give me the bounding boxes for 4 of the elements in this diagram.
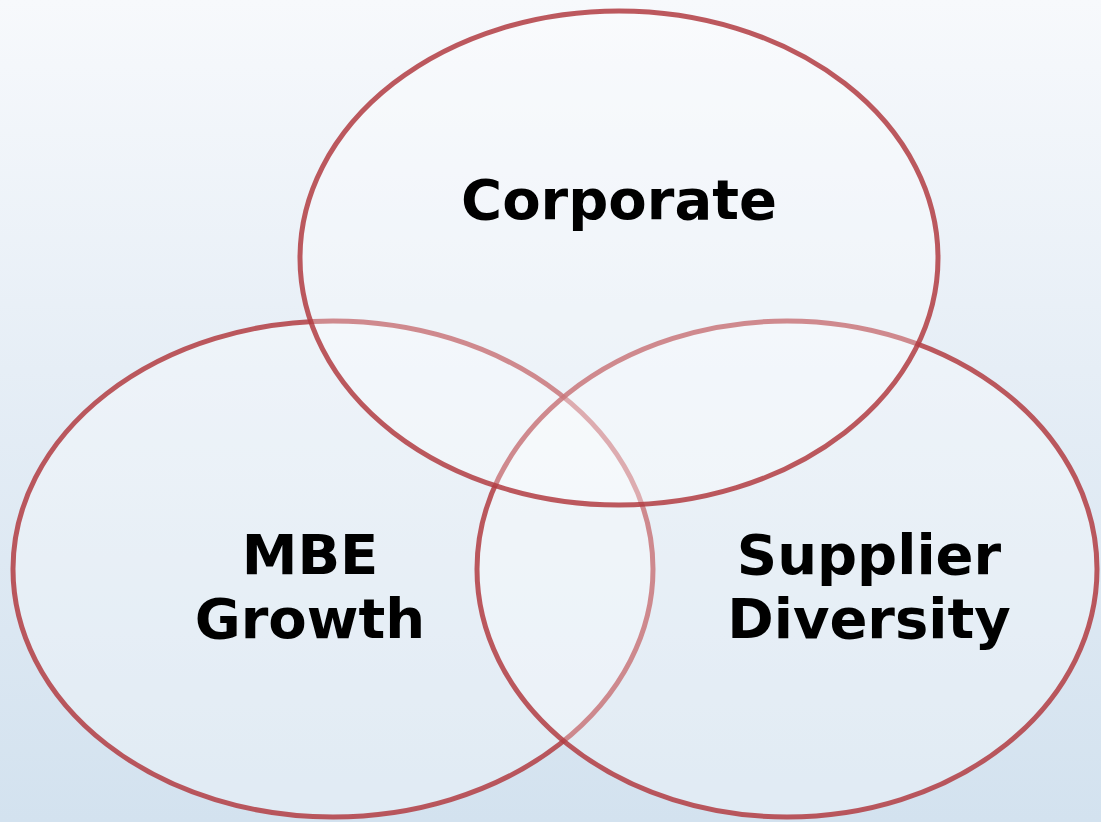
venn-ellipse [297,8,941,508]
circle-label: Supplier Diversity [726,523,1012,652]
circle-label: MBE Growth [193,523,427,652]
circle-label: Corporate [460,168,778,233]
